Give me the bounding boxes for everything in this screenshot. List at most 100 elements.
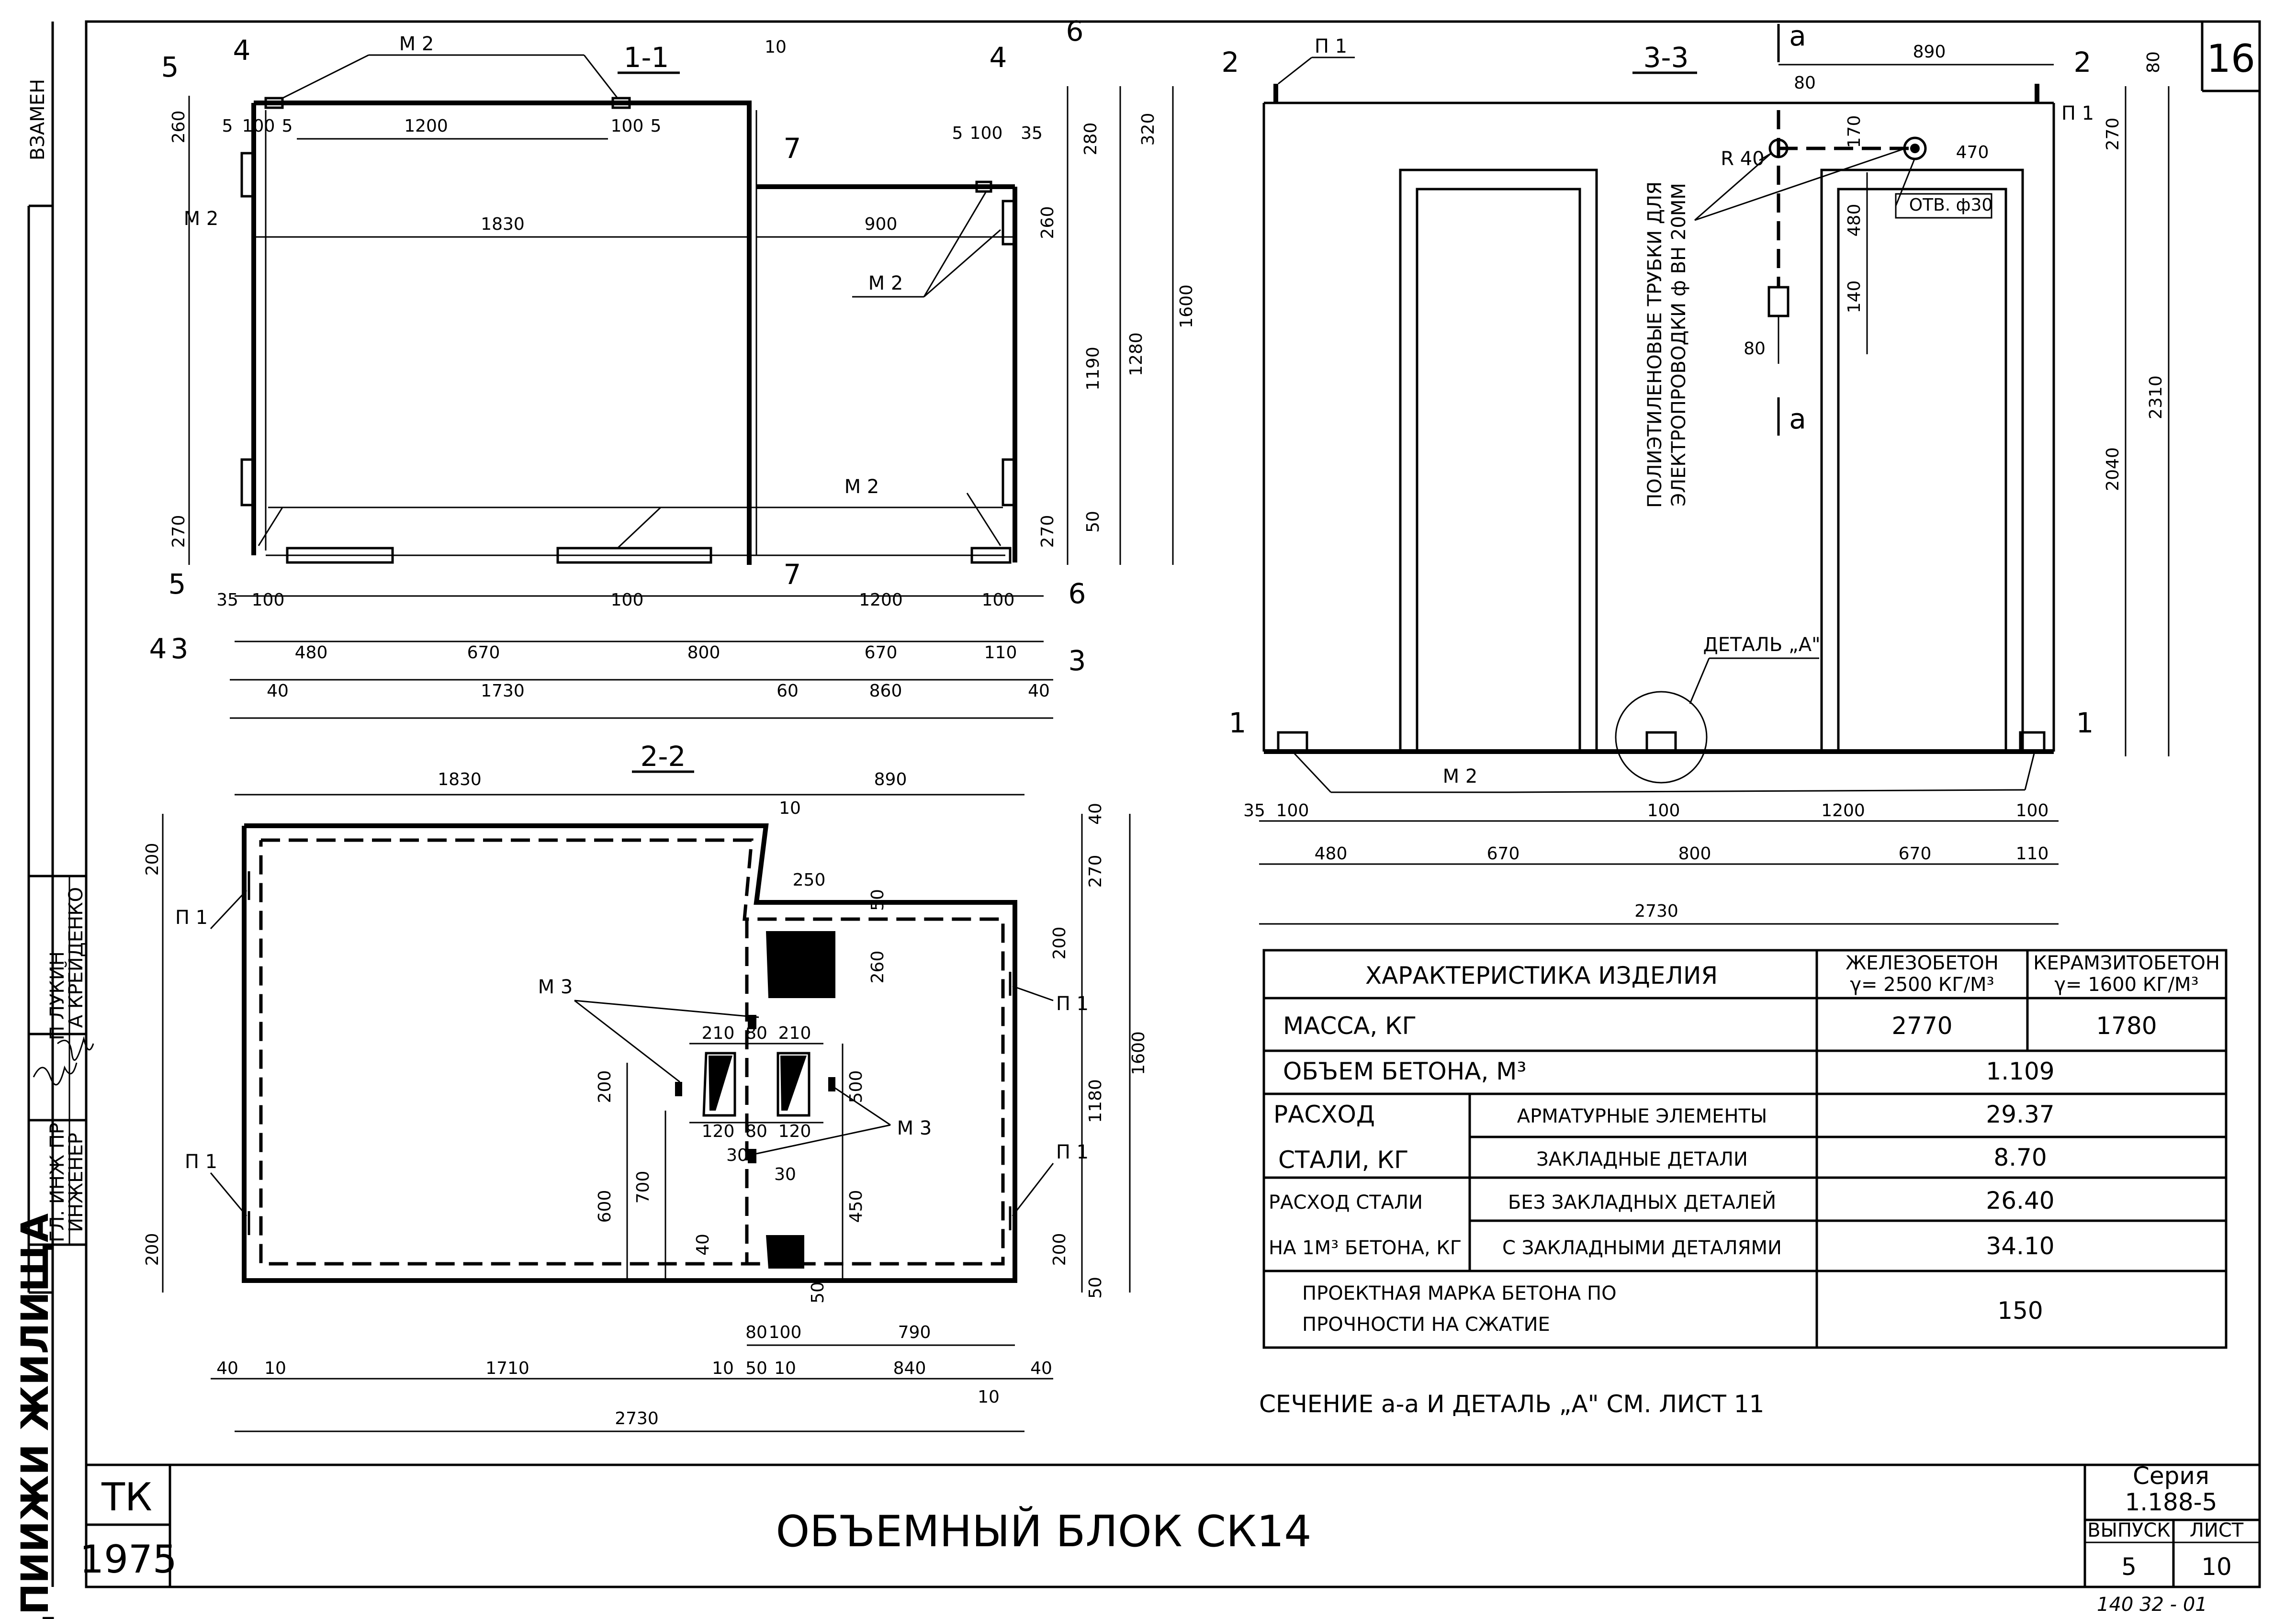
dim22-v200a: 200	[143, 843, 162, 876]
table-vol-value: 1.109	[1986, 1057, 2054, 1085]
p1-label-1: П 1	[175, 907, 208, 929]
dim33-v80: 80	[2144, 51, 2163, 73]
cut-4-bottom: 4	[149, 632, 167, 665]
section-title-3-3: 3-3	[1643, 41, 1689, 74]
dim-900: 900	[865, 214, 898, 234]
m3-label-right: М 3	[897, 1117, 932, 1139]
dim22-v600: 600	[595, 1190, 615, 1223]
section-title-1-1: 1-1	[624, 41, 669, 74]
dim22-v270: 270	[1086, 855, 1105, 888]
dim-100-f: 100	[982, 590, 1015, 610]
dim22-h250: 250	[793, 870, 826, 890]
cut-1-left: 1	[1229, 707, 1247, 739]
table-with-emb-value: 34.10	[1986, 1232, 2054, 1260]
dim22-10: 10	[779, 798, 801, 818]
dim22-b40b: 40	[1030, 1359, 1052, 1378]
dim33-h890: 890	[1913, 42, 1946, 62]
dim-670-a: 670	[467, 643, 500, 663]
dim33-b1200: 1200	[1821, 801, 1865, 821]
table-emb-label: ЗАКЛАДНЫЕ ДЕТАЛИ	[1536, 1148, 1748, 1170]
dim22-h80b: 80	[745, 1122, 767, 1141]
cut-4-top-left: 4	[233, 34, 251, 67]
section-note: СЕЧЕНИЕ а-а И ДЕТАЛЬ „А" СМ. ЛИСТ 11	[1259, 1390, 1764, 1418]
table-per-label-2: НА 1М³ БЕТОНА, КГ	[1269, 1237, 1462, 1259]
dim33-b100b: 100	[1647, 801, 1680, 821]
table-mass-label: МАССА, КГ	[1283, 1012, 1417, 1040]
dim22-v200b: 200	[143, 1233, 162, 1266]
dim22-v40b: 40	[693, 1234, 713, 1256]
m2-label-right: М 2	[868, 272, 903, 294]
table-no-emb-value: 26.40	[1986, 1187, 2054, 1214]
dim33-v80b: 80	[1744, 339, 1766, 359]
table-grade-label-2: ПРОЧНОСТИ НА СЖАТИЕ	[1302, 1314, 1550, 1336]
dim33-b800: 800	[1678, 844, 1711, 864]
sheet-value: 10	[2201, 1553, 2232, 1581]
dim-1730: 1730	[481, 681, 525, 701]
org-name: ЦПИИЖИ ЖИЛИЩА	[14, 1214, 57, 1619]
dim-40-a: 40	[267, 681, 289, 701]
dim22-v200d: 200	[1050, 1233, 1069, 1266]
dim-100-b: 100	[611, 116, 644, 136]
cut-3-bottom-left: 3	[171, 632, 189, 665]
vzamen-label: ВЗАМЕН	[27, 79, 49, 160]
dim22-v260: 260	[868, 951, 888, 984]
dim22-h210a: 210	[702, 1023, 735, 1043]
dim22-v1180: 1180	[1086, 1079, 1105, 1123]
dim-v260b: 260	[1038, 206, 1058, 239]
dim33-b110: 110	[2016, 844, 2049, 864]
a-mark-bottom: а	[1789, 403, 1806, 435]
table-steel-label-1: РАСХОД	[1273, 1101, 1375, 1128]
dim33-h470: 470	[1956, 143, 1989, 162]
dim22-v40: 40	[1086, 803, 1105, 825]
section-2-2: 2-2 П 1 П 1 П 1 П 1 М 3 М 3	[143, 740, 1148, 1432]
dim-1200-bottom: 1200	[859, 590, 903, 610]
cut-5-bottom: 5	[169, 568, 186, 600]
dim22-v1600: 1600	[1129, 1031, 1148, 1075]
m2-label-33: М 2	[1443, 765, 1478, 787]
person-2: А КРЕЙДЕНКО	[64, 887, 87, 1028]
dim33-h80: 80	[1794, 73, 1816, 93]
dim22-v700: 700	[633, 1171, 653, 1204]
dim-v260: 260	[169, 111, 189, 144]
dim22-b10d: 10	[978, 1387, 1000, 1407]
dim-v320: 320	[1138, 113, 1158, 146]
table-col-rc-1: ЖЕЛЕЗОБЕТОН	[1846, 952, 1999, 974]
table-per-label-1: РАСХОД СТАЛИ	[1269, 1192, 1423, 1214]
dim-100-d: 100	[252, 590, 285, 610]
signature-2	[57, 1036, 94, 1061]
dim33-b480: 480	[1315, 844, 1348, 864]
dim22-b790: 790	[898, 1323, 931, 1342]
dim33-b670a: 670	[1487, 844, 1520, 864]
issue-label: ВЫПУСК	[2087, 1519, 2171, 1541]
dim-35-b: 35	[216, 590, 238, 610]
dim22-b10b: 10	[712, 1359, 734, 1378]
tube-note-1: ПОЛИЭТИЛЕНОВЫЕ ТРУБКИ ДЛЯ	[1644, 181, 1666, 508]
stamp-code: 140 32 - 01	[2097, 1594, 2207, 1616]
sheet-frame	[85, 20, 2261, 1588]
cut-3-bottom-right: 3	[1069, 644, 1086, 677]
dim-v1280: 1280	[1126, 332, 1146, 376]
dim22-b1710: 1710	[485, 1359, 529, 1378]
dim22-v500: 500	[846, 1070, 866, 1103]
dim33-b35: 35	[1243, 801, 1265, 821]
m2-label-bottom: М 2	[844, 476, 879, 498]
hole-label: ОТВ. ф30	[1909, 195, 1993, 215]
table-mass-kb: 1780	[2096, 1012, 2157, 1040]
dim33-total: 2730	[1634, 901, 1678, 921]
table-mass-rc: 2770	[1891, 1012, 1952, 1040]
cut-1-right: 1	[2076, 707, 2094, 739]
dim33-b670b: 670	[1899, 844, 1932, 864]
cut-4-top-right: 4	[990, 41, 1007, 74]
table-grade-value: 150	[1997, 1297, 2043, 1325]
dim22-h80: 80	[745, 1023, 767, 1043]
dim-5-c: 5	[651, 116, 662, 136]
dim22-h120b: 120	[778, 1122, 811, 1141]
table-col-kb-1: КЕРАМЗИТОБЕТОН	[2033, 952, 2220, 974]
dim33-h170: 170	[1845, 115, 1864, 148]
year-label: 1975	[79, 1537, 177, 1582]
table-header-char: ХАРАКТЕРИСТИКА ИЗДЕЛИЯ	[1365, 962, 1718, 989]
dim-35: 35	[1021, 124, 1043, 143]
role-2: ИНЖЕНЕР	[65, 1133, 87, 1232]
dim22-h30a: 30	[726, 1146, 748, 1165]
